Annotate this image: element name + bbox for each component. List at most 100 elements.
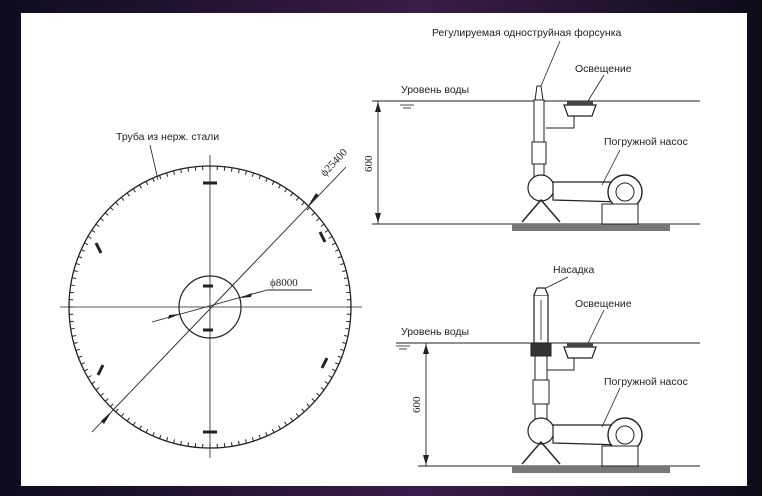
nozzle-tick xyxy=(126,417,130,422)
arrowhead xyxy=(308,193,319,206)
arrowhead xyxy=(423,344,429,354)
nozzle-tick xyxy=(104,212,109,216)
nozzle-tick xyxy=(75,348,80,352)
nozzle-tick xyxy=(237,168,240,174)
bottom-ground-hatch xyxy=(512,466,670,473)
nozzle-tick xyxy=(109,206,114,211)
nozzle-tick xyxy=(145,428,149,433)
nozzle-tick xyxy=(70,284,75,287)
nozzle-tick xyxy=(271,181,275,186)
nozzle-tick xyxy=(290,417,294,422)
nozzle-tick xyxy=(165,172,169,177)
nozzle-tick xyxy=(311,398,316,402)
bottom-pump-joint xyxy=(527,417,555,445)
top-depth-label: 600 xyxy=(363,155,375,172)
nozzle-tick xyxy=(73,270,78,273)
nozzle-tick xyxy=(78,355,83,358)
nozzle-tick xyxy=(91,229,96,233)
top-nozzle-leader xyxy=(540,40,561,87)
bottom-lighting-label: Освещение xyxy=(575,298,632,310)
nozzle-tick xyxy=(126,192,130,197)
nozzle-tick xyxy=(284,188,288,193)
bottom-pump-label: Погружной насос xyxy=(604,376,688,388)
outer-diameter-line xyxy=(91,166,347,433)
bottom-riser-joint xyxy=(532,379,550,405)
bottom-light-lens xyxy=(567,343,593,347)
nozzle-tick xyxy=(301,408,305,413)
nozzle-tick xyxy=(109,403,114,408)
nozzle-tick xyxy=(187,442,190,447)
nozzle-tick xyxy=(71,334,77,337)
plan-view: ϕ25400 ϕ8000 Труба из нерж. стали xyxy=(60,131,362,458)
nozzle-tick xyxy=(328,236,333,239)
top-riser-joint xyxy=(531,141,547,165)
nozzle-tick xyxy=(180,168,183,174)
nozzle-tick xyxy=(342,270,347,273)
nozzle-tick xyxy=(145,181,149,186)
nozzle-tick xyxy=(295,413,300,417)
nozzle-tick xyxy=(139,184,142,189)
nozzle-tick xyxy=(100,392,104,397)
nozzle-tick xyxy=(320,387,325,391)
nozzle-tick xyxy=(159,434,162,439)
nozzle-tick xyxy=(71,277,77,280)
nozzle-tick xyxy=(331,368,336,372)
nozzle-tick xyxy=(331,242,336,246)
top-nozzle-tip xyxy=(534,85,544,101)
nozzle-tick xyxy=(337,256,342,259)
nozzle-tick xyxy=(80,362,86,365)
top-light-bracket xyxy=(546,116,575,129)
nozzle-tick xyxy=(165,437,169,442)
nozzle-tick xyxy=(152,431,155,437)
nozzle-tick xyxy=(132,421,136,426)
nozzle-tick xyxy=(180,440,183,446)
nozzle-tick xyxy=(306,206,311,211)
nozzle-tick xyxy=(324,381,329,385)
light-bracket xyxy=(96,364,105,376)
nozzle-tick xyxy=(334,362,340,365)
top-pump-base xyxy=(601,203,639,225)
bottom-pump-stand xyxy=(521,440,561,465)
nozzle-tick xyxy=(120,413,125,417)
bottom-depth-label: 600 xyxy=(411,396,423,413)
light-bracket xyxy=(318,231,327,243)
nozzle-tick xyxy=(334,249,340,252)
top-pump-label: Погружной насос xyxy=(604,136,688,148)
nozzle-tick xyxy=(278,425,281,430)
nozzle-tick xyxy=(159,175,162,180)
bottom-light-bracket xyxy=(547,358,575,371)
nozzle-tick xyxy=(115,201,119,206)
nozzle-tick xyxy=(78,256,83,259)
drawing-sheet xyxy=(21,13,747,486)
bottom-water-level-label: Уровень воды xyxy=(401,326,469,338)
nozzle-tick xyxy=(265,431,268,437)
arrowhead xyxy=(101,411,112,424)
top-nozzle-label: Регулируемая одноструйная форсунка xyxy=(432,27,622,39)
nozzle-tick xyxy=(95,223,100,227)
bottom-light-fixture xyxy=(563,346,597,359)
bottom-nozzle-collar xyxy=(530,342,552,357)
nozzle-tick xyxy=(73,341,78,344)
nozzle-tick xyxy=(290,192,294,197)
nozzle-tick xyxy=(80,249,86,252)
top-light-lens xyxy=(567,101,593,105)
nozzle-tick xyxy=(87,375,92,378)
nozzle-tick xyxy=(343,277,349,280)
bottom-nozzle-leader xyxy=(545,276,569,289)
nozzle-tick xyxy=(230,442,233,447)
outer-diameter-label: ϕ25400 xyxy=(318,146,350,179)
nozzle-tick xyxy=(87,236,92,239)
light-bracket xyxy=(320,357,329,369)
nozzle-tick xyxy=(70,327,75,330)
nozzle-tick xyxy=(104,398,109,402)
nozzle-tick xyxy=(320,223,325,227)
arrowhead xyxy=(168,314,180,319)
bottom-light-leader xyxy=(587,309,605,344)
nozzle-tick xyxy=(244,170,247,175)
nozzle-tick xyxy=(139,425,142,430)
nozzle-tick xyxy=(173,439,176,444)
top-water-level-label: Уровень воды xyxy=(401,84,469,96)
arrowhead xyxy=(375,213,381,223)
top-lighting-label: Освещение xyxy=(575,63,632,75)
arrowhead xyxy=(240,293,252,298)
